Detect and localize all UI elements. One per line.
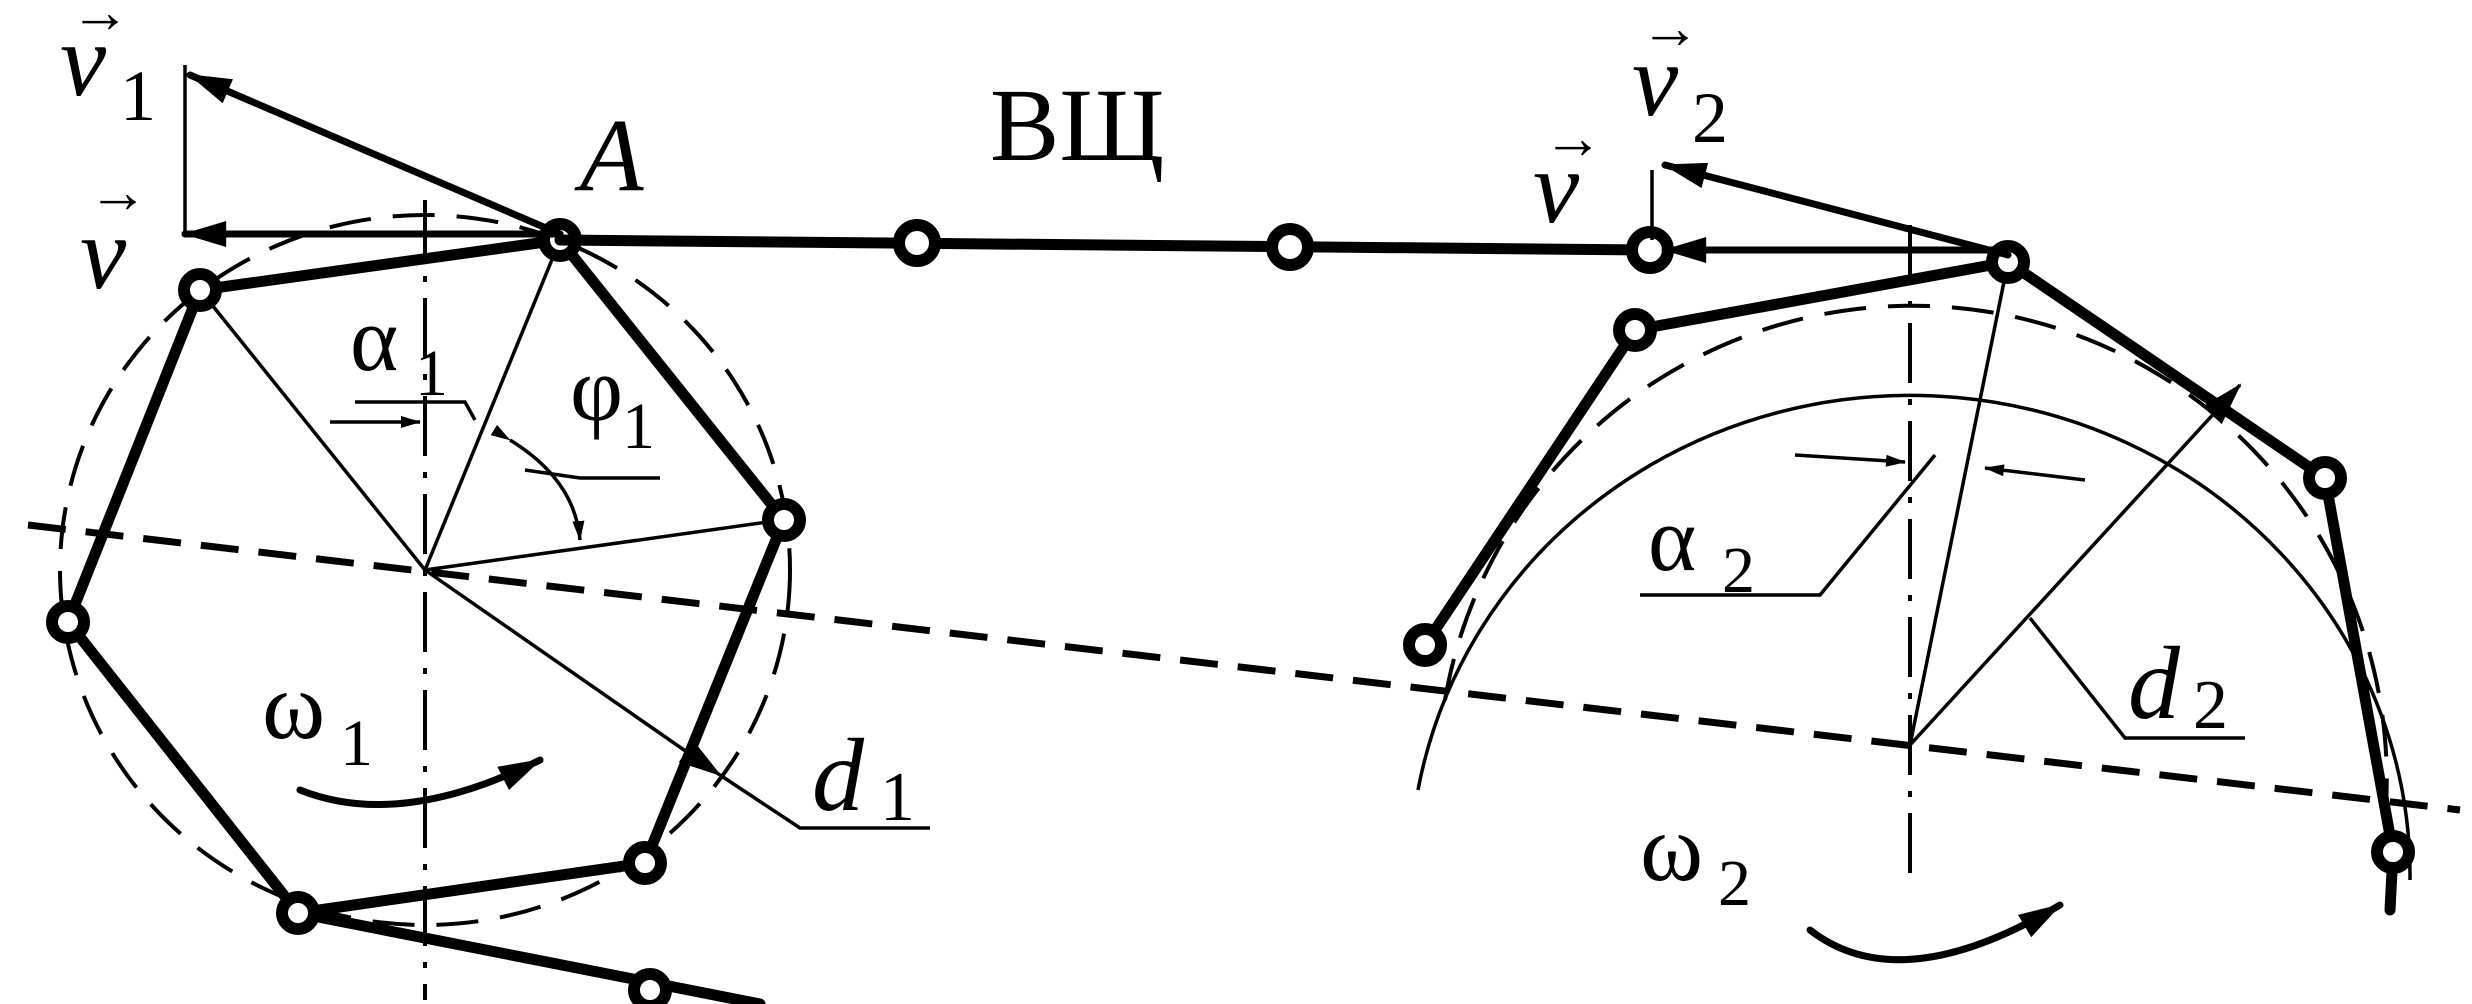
omega2-label: ω <box>1640 794 1703 901</box>
phi1-subscript: 1 <box>622 390 655 463</box>
strand-joint <box>1266 223 1314 271</box>
left-joint <box>178 268 222 312</box>
right-radius-to-joint <box>1908 261 2010 746</box>
right-velocity-vectors <box>1650 161 2012 263</box>
d1-subscript: 1 <box>880 759 915 836</box>
alpha1-subscript: 1 <box>415 337 448 410</box>
phi1-label: φ <box>570 338 623 440</box>
left-joint <box>628 968 672 1004</box>
v-left-arrowmark: → <box>88 159 148 225</box>
right-joint <box>2303 456 2347 500</box>
left-joint <box>623 841 667 885</box>
top-chain-strand <box>554 219 1674 274</box>
v2-subscript: 2 <box>1692 78 1728 158</box>
v1-label: v <box>60 3 107 118</box>
v2-arrowmark: → <box>1640 0 1700 61</box>
alpha2-arrow-right <box>1984 464 2086 482</box>
v-left-label: v <box>80 196 127 311</box>
centre-line <box>27 521 2461 814</box>
left-sprocket <box>46 200 930 1004</box>
left-radius-phi <box>424 518 783 572</box>
alpha1-leader <box>355 400 477 421</box>
right-sprocket <box>1403 225 2415 964</box>
strand-joint <box>893 219 941 267</box>
right-joint <box>1403 623 1447 667</box>
v2-arrow <box>1661 161 2012 259</box>
d1-label: d <box>812 718 865 833</box>
omega1-label: ω <box>262 652 325 759</box>
point-A-label: A <box>574 98 644 213</box>
left-joint <box>276 891 320 935</box>
d2-subscript: 2 <box>2193 667 2228 744</box>
right-diameter-arrow <box>1908 383 2242 747</box>
right-joint <box>1613 308 1657 352</box>
top-strand-line <box>554 234 1656 256</box>
d2-label: d <box>2128 626 2181 741</box>
left-velocity-vectors <box>181 65 564 247</box>
phi1-leader <box>524 468 660 480</box>
left-joint <box>762 498 806 542</box>
left-radius-to-A <box>423 239 562 571</box>
omega1-arrow <box>296 756 544 809</box>
left-pitch-circle <box>58 213 792 927</box>
right-joint <box>2371 830 2415 874</box>
alpha2-leader <box>1640 453 1937 597</box>
top-strand-label: ВЩ <box>990 68 1164 183</box>
right-pitch-circle <box>1443 303 2389 861</box>
phi1-arc <box>490 424 585 541</box>
right-outer-arc <box>1416 393 2412 881</box>
v-right-arrowmark: → <box>1543 105 1603 171</box>
left-joint <box>46 600 90 644</box>
omega1-subscript: 1 <box>340 707 373 780</box>
v1-arrow <box>186 71 564 238</box>
v-right-label: v <box>1533 130 1580 245</box>
omega2-arrow <box>1806 901 2064 964</box>
alpha1-label: α <box>350 288 398 390</box>
left-chain-lower-strand <box>292 907 766 1004</box>
d2-leader <box>2028 616 2245 740</box>
omega2-subscript: 2 <box>1718 847 1751 920</box>
v1-arrowmark: → <box>70 0 130 45</box>
left-radius-to-joint <box>198 288 427 572</box>
alpha2-subscript: 2 <box>1722 534 1755 607</box>
labels: → v 1 → v A ВЩ → v 2 → v α 1 φ 1 ω 1 d 1… <box>60 0 2228 920</box>
v1-subscript: 1 <box>120 56 156 136</box>
left-diameter-arrow <box>424 568 722 777</box>
alpha2-arrow-left <box>1794 453 1906 467</box>
alpha2-label: α <box>1648 488 1696 590</box>
v2-label: v <box>1632 23 1679 138</box>
d1-leader <box>719 773 930 830</box>
